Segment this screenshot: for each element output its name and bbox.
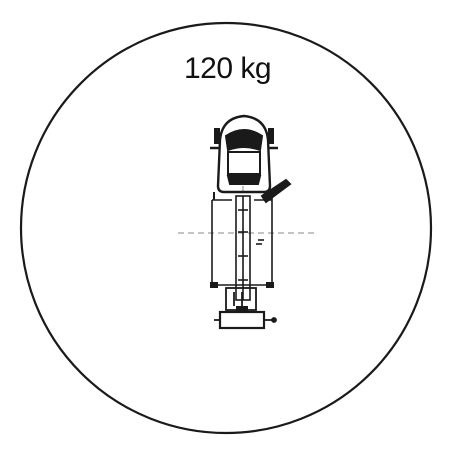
lift-base-icon	[214, 287, 277, 330]
weight-label: 120 kg	[183, 52, 272, 85]
lift-mast-icon	[210, 195, 274, 301]
center-guides	[178, 186, 318, 292]
vehicle-top-icon	[210, 114, 278, 194]
boundary-circle	[19, 21, 433, 435]
